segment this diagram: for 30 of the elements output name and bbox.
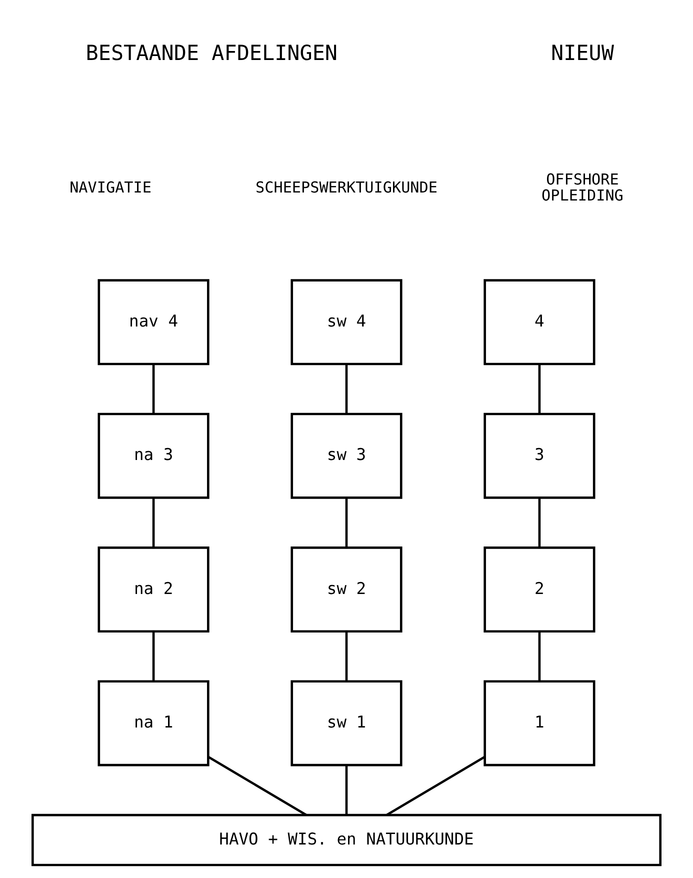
connector (538, 632, 541, 682)
node-box: sw 3 (290, 412, 402, 499)
connector (152, 632, 155, 682)
connector (345, 498, 348, 548)
node-box: nav 4 (98, 279, 210, 366)
connector (345, 364, 348, 414)
label: BESTAANDE AFDELINGEN (86, 40, 338, 65)
node-box: 3 (484, 412, 596, 499)
connector (386, 756, 486, 816)
node-box: sw 1 (290, 680, 402, 766)
node-box: 2 (484, 546, 596, 633)
label: NAVIGATIE (70, 178, 152, 196)
label: NIEUW (551, 40, 614, 65)
node-box: sw 4 (290, 279, 402, 366)
connector (538, 364, 541, 414)
connector (208, 756, 307, 816)
label: SCHEEPSWERKTUIGKUNDE (256, 178, 438, 196)
label: OFFSHORE OPLEIDING (542, 170, 624, 205)
connector (345, 632, 348, 682)
node-box: 4 (484, 279, 596, 366)
node-box: HAVO + WIS. en NATUURKUNDE (31, 814, 662, 866)
connector (152, 364, 155, 414)
node-box: na 3 (98, 412, 210, 499)
node-box: 1 (484, 680, 596, 766)
node-box: na 1 (98, 680, 210, 766)
node-box: na 2 (98, 546, 210, 633)
connector (538, 498, 541, 548)
node-box: sw 2 (290, 546, 402, 633)
connector (345, 765, 348, 815)
connector (152, 498, 155, 548)
